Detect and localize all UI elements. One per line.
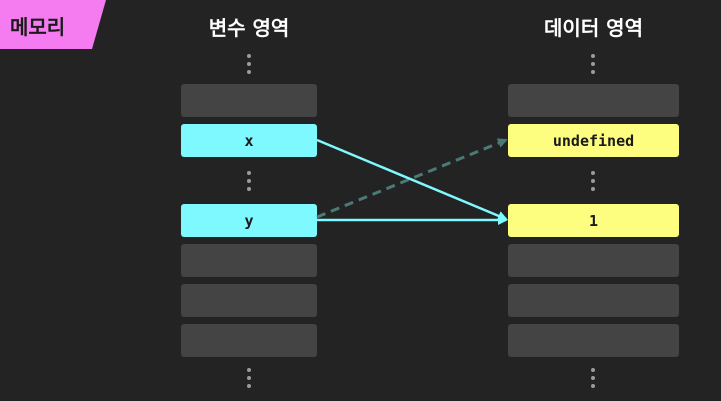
- data-empty-cell: [508, 284, 679, 317]
- data-empty-cell: [508, 84, 679, 117]
- memory-tag-label: 메모리: [10, 15, 66, 39]
- ellipsis-dots-icon: [591, 171, 595, 195]
- data-area-heading: 데이터 영역: [544, 16, 643, 40]
- memory-tag: 메모리: [0, 0, 106, 49]
- data-empty-cell: [508, 324, 679, 357]
- ellipsis-dots-icon: [591, 368, 595, 392]
- variable-empty-cell: [181, 244, 317, 277]
- variable-empty-cell: [181, 324, 317, 357]
- ellipsis-dots-icon: [247, 171, 251, 195]
- variable-cell-y: y: [181, 204, 317, 237]
- data-empty-cell: [508, 244, 679, 277]
- variable-cell-x: x: [181, 124, 317, 157]
- variable-area-heading: 변수 영역: [208, 16, 290, 40]
- ellipsis-dots-icon: [247, 54, 251, 78]
- dashed-arrow-y-to-undefined: [316, 138, 508, 219]
- variable-empty-cell: [181, 84, 317, 117]
- variable-empty-cell: [181, 284, 317, 317]
- arrow-x-to-one: [316, 138, 508, 221]
- data-cell-undefined: undefined: [508, 124, 679, 157]
- ellipsis-dots-icon: [247, 368, 251, 392]
- data-cell-one: 1: [508, 204, 679, 237]
- ellipsis-dots-icon: [591, 54, 595, 78]
